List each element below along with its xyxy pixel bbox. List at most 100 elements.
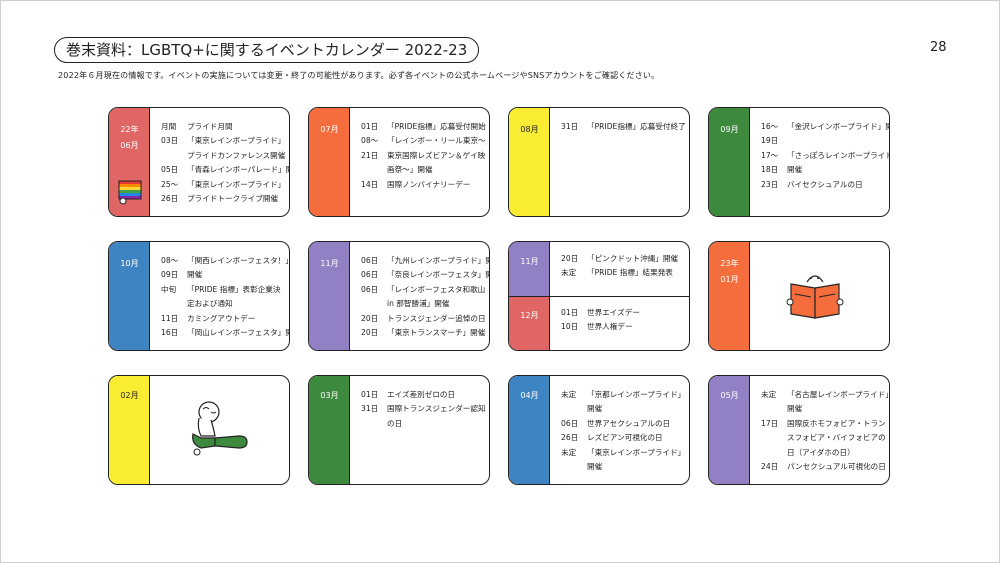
event-item: 06日「レインボーフェスタ和歌山 bbox=[361, 284, 486, 294]
event-list: 未定「名古屋レインボープライド」 開催 17日国際反ホモフォビア・トラン スフォ… bbox=[761, 388, 890, 474]
event-item: 31日「PRIDE指標」応募受付終了 bbox=[561, 122, 686, 131]
month-label: 11月 bbox=[320, 259, 339, 268]
card-jul: 07月 01日「PRIDE指標」応募受付開始 08〜「レインボー・リール東京〜 … bbox=[308, 107, 490, 217]
month-label: 05月 bbox=[720, 391, 739, 400]
event-item: 19日 bbox=[761, 136, 779, 146]
event-item: 06日「奈良レインボーフェスタ」開催 bbox=[361, 270, 490, 280]
card-feb: 02月 bbox=[108, 375, 290, 485]
event-item: 20日「ピンクドット沖縄」開催 bbox=[561, 254, 679, 263]
year-label: 23年 bbox=[720, 259, 739, 268]
month-label: 07月 bbox=[320, 125, 339, 134]
event-list: 01日エイズ差別ゼロの日 31日国際トランスジェンダー認知 の日 bbox=[361, 388, 486, 431]
month-band bbox=[309, 108, 350, 216]
event-item: 開催 bbox=[787, 404, 803, 414]
month-band-top bbox=[509, 242, 550, 297]
event-item: 未定「名古屋レインボープライド」 bbox=[761, 390, 890, 399]
event-item: 17日国際反ホモフォビア・トラン bbox=[761, 418, 886, 428]
month-band bbox=[709, 376, 750, 484]
event-item: 06日世界アセクシュアルの日 bbox=[561, 418, 671, 428]
event-item: 20日「東京トランスマーチ」開催 bbox=[361, 328, 486, 338]
event-item: 定および通知 bbox=[187, 299, 233, 309]
event-item: 21日東京国際レズビアン＆ゲイ映 bbox=[361, 150, 486, 160]
event-item: 18日開催 bbox=[761, 165, 803, 175]
event-list: 01日世界エイズデー 10日世界人権デー bbox=[561, 306, 685, 335]
event-item: 10日世界人権デー bbox=[561, 322, 633, 332]
event-item: 24日パンセクシュアル可視化の日 bbox=[761, 462, 886, 472]
event-item: 05日「青森レインボーパレード」開催 bbox=[161, 165, 290, 175]
event-item: 未定「京都レインボープライド」 bbox=[561, 390, 686, 399]
event-item: 06日「九州レインボープライド」開催 bbox=[361, 256, 490, 265]
event-item: 11日カミングアウトデー bbox=[161, 313, 256, 323]
month-label: 10月 bbox=[120, 259, 139, 268]
event-item: の日 bbox=[387, 418, 403, 428]
event-item: 01日世界エイズデー bbox=[561, 308, 640, 317]
month-label: 06月 bbox=[120, 141, 139, 150]
event-item: 16〜「金沢レインボープライド」開催 bbox=[761, 122, 890, 131]
card-may: 05月 未定「名古屋レインボープライド」 開催 17日国際反ホモフォビア・トラン… bbox=[708, 375, 890, 485]
card-aug: 08月 31日「PRIDE指標」応募受付終了 bbox=[508, 107, 690, 217]
event-item: in 那智勝浦」開催 bbox=[387, 299, 450, 309]
month-band bbox=[309, 242, 350, 350]
rainbow-flag-icon bbox=[118, 180, 142, 205]
person-reading-illustration bbox=[786, 275, 844, 319]
month-label: 04月 bbox=[520, 391, 539, 400]
event-list: 20日「ピンクドット沖縄」開催 未定「PRIDE 指標」結果発表 bbox=[561, 252, 685, 281]
event-list: 16〜「金沢レインボープライド」開催 19日 17〜「さっぽろレインボープライド… bbox=[761, 120, 890, 192]
event-item: 08〜「レインボー・リール東京〜 bbox=[361, 136, 486, 146]
event-item: スフォビア・バイフォビアの bbox=[787, 433, 886, 443]
month-band bbox=[509, 108, 550, 216]
disclaimer-note: 2022年６月現在の情報です。イベントの実施については変更・終了の可能性がありま… bbox=[58, 71, 660, 80]
card-nov-dec: 11月 12月 20日「ピンクドット沖縄」開催 未定「PRIDE 指標」結果発表… bbox=[508, 241, 690, 351]
month-label: 02月 bbox=[120, 391, 139, 400]
month-band bbox=[709, 242, 750, 350]
month-label: 12月 bbox=[520, 311, 539, 320]
event-item: 未定「PRIDE 指標」結果発表 bbox=[561, 268, 673, 278]
event-item: 08〜「関西レインボーフェスタ！」 bbox=[161, 256, 290, 265]
event-item: 14日国際ノンバイナリーデー bbox=[361, 179, 471, 189]
event-item: 未定「東京レインボープライド」 bbox=[561, 447, 686, 457]
event-item: 中旬「PRIDE 指標」表彰企業決 bbox=[161, 284, 281, 294]
month-band-bottom bbox=[509, 297, 550, 350]
card-jun: 22年 06月 月間プライド月間 03日「東京レインボープライド」 プライドカン… bbox=[108, 107, 290, 217]
event-item: 23日バイセクシュアルの日 bbox=[761, 179, 863, 189]
event-item: 開催 bbox=[587, 404, 603, 414]
event-list: 01日「PRIDE指標」応募受付開始 08〜「レインボー・リール東京〜 21日東… bbox=[361, 120, 486, 192]
event-item: 31日国際トランスジェンダー認知 bbox=[361, 404, 486, 414]
event-list: 未定「京都レインボープライド」 開催 06日世界アセクシュアルの日 26日レズビ… bbox=[561, 388, 685, 474]
card-sep: 09月 16〜「金沢レインボープライド」開催 19日 17〜「さっぽろレインボー… bbox=[708, 107, 890, 217]
month-label: 01月 bbox=[720, 275, 739, 284]
person-resting-illustration bbox=[192, 401, 248, 456]
event-item: 26日レズビアン可視化の日 bbox=[561, 433, 663, 443]
event-item: 01日「PRIDE指標」応募受付開始 bbox=[361, 122, 486, 131]
month-label: 08月 bbox=[520, 125, 539, 134]
event-list: 月間プライド月間 03日「東京レインボープライド」 プライドカンファレンス開催 … bbox=[161, 120, 290, 206]
event-item: 17〜「さっぽろレインボープライド」 bbox=[761, 150, 890, 160]
month-band bbox=[309, 376, 350, 484]
card-jan: 23年 01月 bbox=[708, 241, 890, 351]
card-mar: 03月 01日エイズ差別ゼロの日 31日国際トランスジェンダー認知 の日 bbox=[308, 375, 490, 485]
event-list: 08〜「関西レインボーフェスタ！」 09日開催 中旬「PRIDE 指標」表彰企業… bbox=[161, 254, 290, 340]
event-item: 09日開催 bbox=[161, 270, 203, 280]
month-band bbox=[509, 376, 550, 484]
event-item: プライドカンファレンス開催 bbox=[187, 150, 286, 160]
event-list: 06日「九州レインボープライド」開催 06日「奈良レインボーフェスタ」開催 06… bbox=[361, 254, 490, 340]
event-item: 画祭〜」開催 bbox=[387, 165, 433, 175]
event-item: 日（アイダホの日） bbox=[787, 447, 855, 457]
event-item: 20日トランスジェンダー追悼の日 bbox=[361, 313, 486, 323]
card-apr: 04月 未定「京都レインボープライド」 開催 06日世界アセクシュアルの日 26… bbox=[508, 375, 690, 485]
month-band bbox=[109, 242, 150, 350]
month-band bbox=[709, 108, 750, 216]
card-nov: 11月 06日「九州レインボープライド」開催 06日「奈良レインボーフェスタ」開… bbox=[308, 241, 490, 351]
card-oct: 10月 08〜「関西レインボーフェスタ！」 09日開催 中旬「PRIDE 指標」… bbox=[108, 241, 290, 351]
month-divider bbox=[509, 296, 689, 297]
page-title: 巻末資料：LGBTQ+に関するイベントカレンダー 2022-23 bbox=[54, 37, 480, 63]
year-label: 22年 bbox=[120, 125, 139, 134]
event-item: 25〜「東京レインボープライド」 bbox=[161, 179, 286, 189]
month-band bbox=[109, 376, 150, 484]
event-item: 16日「岡山レインボーフェスタ」開催 bbox=[161, 328, 290, 338]
event-list: 31日「PRIDE指標」応募受付終了 bbox=[561, 120, 686, 134]
month-label: 11月 bbox=[520, 257, 539, 266]
month-label: 03月 bbox=[320, 391, 339, 400]
event-item: 26日プライドトークライブ開催 bbox=[161, 194, 279, 204]
event-item: 03日「東京レインボープライド」 bbox=[161, 136, 286, 146]
